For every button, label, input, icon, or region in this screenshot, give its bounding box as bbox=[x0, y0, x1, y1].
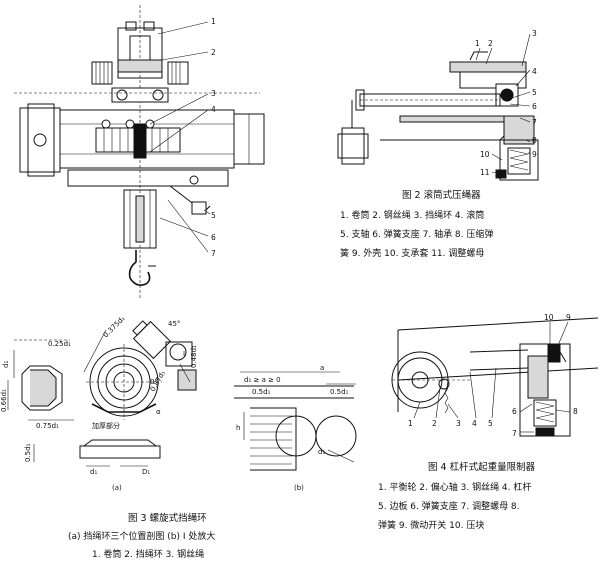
fig3-dim-05: 0.5d₁ bbox=[24, 443, 32, 462]
fig3-dim-0deg: 0° bbox=[150, 378, 158, 386]
fig2-title: 图 2 滚筒式压绳器 bbox=[402, 190, 481, 201]
fig3-dim-d1-left: d₁ bbox=[2, 361, 10, 368]
fig3-dim-alpha: α bbox=[156, 408, 161, 416]
fig2-parts-line3: 簧 9. 外壳 10. 支承套 11. 调整螺母 bbox=[340, 249, 485, 259]
fig3-sub-a: (a) bbox=[112, 484, 122, 492]
fig3-parts: 1. 卷筒 2. 挡绳环 3. 钢丝绳 bbox=[92, 550, 205, 560]
fig4-label-7: 7 bbox=[512, 429, 517, 438]
fig2-parts-line2: 5. 支轴 6. 弹簧支座 7. 轴承 8. 压缩弹 bbox=[340, 230, 494, 240]
fig3-sub-caption: (a) 挡绳环三个位置剖图 (b) Ⅰ 处放大 bbox=[68, 532, 216, 542]
fig4-label-9: 9 bbox=[566, 313, 571, 322]
fig2-rope-presser-drawing bbox=[337, 33, 539, 181]
fig4-label-6: 6 bbox=[512, 407, 517, 416]
fig2-label-7: 7 bbox=[532, 118, 537, 127]
fig4-label-8: 8 bbox=[573, 407, 578, 416]
fig1-label-5: 5 bbox=[211, 211, 216, 220]
fig4-label-1: 1 bbox=[408, 419, 413, 428]
fig4-load-limiter-drawing bbox=[391, 317, 599, 437]
fig2-label-9: 9 bbox=[532, 150, 537, 159]
fig3b-h: h bbox=[236, 424, 240, 432]
fig1-label-3: 3 bbox=[211, 89, 216, 98]
fig4-title: 图 4 杠杆式起重量限制器 bbox=[428, 462, 536, 473]
fig1-label-6: 6 bbox=[211, 233, 216, 242]
fig3-dim-45deg: 45° bbox=[168, 320, 180, 328]
fig3b-05-left: 0.5d₁ bbox=[252, 388, 271, 396]
fig4-label-2: 2 bbox=[432, 419, 437, 428]
fig3-dim-0375: 0.375d₁ bbox=[102, 314, 127, 339]
fig2-label-5: 5 bbox=[532, 88, 537, 97]
fig1-hoist-drawing bbox=[14, 5, 265, 300]
fig2-label-2: 2 bbox=[488, 39, 493, 48]
fig2-label-1: 1 bbox=[475, 39, 480, 48]
fig2-parts-line1: 1. 卷筒 2. 钢丝绳 3. 挡绳环 4. 滚筒 bbox=[340, 211, 485, 221]
fig2-label-10: 10 bbox=[480, 150, 490, 159]
fig3-sub-b: (b) bbox=[294, 484, 304, 492]
fig1-label-1: 1 bbox=[211, 17, 216, 26]
fig3-dim-D1-bottom: D₁ bbox=[142, 468, 150, 476]
fig3-dim-048: 0.48d₁ bbox=[190, 345, 198, 368]
fig3-dim-075: 0.75d₁ bbox=[36, 422, 59, 430]
fig3-thick-label: 加厚部分 bbox=[92, 421, 120, 430]
fig4-label-3: 3 bbox=[456, 419, 461, 428]
fig3b-detail-drawing bbox=[234, 371, 357, 471]
fig4-parts-line1: 1. 平衡轮 2. 偏心轴 3. 钢丝绳 4. 杠杆 bbox=[378, 483, 532, 493]
fig2-label-8: 8 bbox=[532, 136, 537, 145]
fig1-label-7: 7 bbox=[211, 249, 216, 258]
fig1-label-2: 2 bbox=[211, 48, 216, 57]
fig2-label-3: 3 bbox=[532, 29, 537, 38]
fig2-label-4: 4 bbox=[532, 67, 537, 76]
fig3b-05-right: 0.5d₁ bbox=[330, 388, 349, 396]
fig4-parts-line2: 5. 边板 6. 弹簧支座 7. 调整螺母 8. bbox=[378, 502, 520, 512]
fig4-label-4: 4 bbox=[472, 419, 477, 428]
fig3-dim-025: 0.25d₁ bbox=[48, 340, 71, 348]
fig3-dim-d1-bottom: d₁ bbox=[90, 468, 97, 476]
fig2-label-6: 6 bbox=[532, 102, 537, 111]
fig3b-d1: d₁ bbox=[318, 448, 325, 456]
fig3-dim-066: 0.66d₁ bbox=[0, 389, 8, 412]
fig1-label-4: 4 bbox=[211, 105, 216, 114]
fig3a-rope-guard-drawing bbox=[7, 320, 197, 467]
fig3-title: 图 3 螺旋式挡绳环 bbox=[128, 513, 207, 524]
fig3b-a: a bbox=[320, 364, 324, 372]
fig3-detail-I: I bbox=[183, 350, 185, 358]
fig4-parts-line3: 弹簧 9. 微动开关 10. 压块 bbox=[378, 521, 485, 531]
fig4-label-5: 5 bbox=[488, 419, 493, 428]
fig3b-ineq: d₁ ≥ a ≥ 0 bbox=[244, 376, 281, 384]
fig4-label-10: 10 bbox=[544, 313, 554, 322]
fig2-label-11: 11 bbox=[480, 168, 490, 177]
